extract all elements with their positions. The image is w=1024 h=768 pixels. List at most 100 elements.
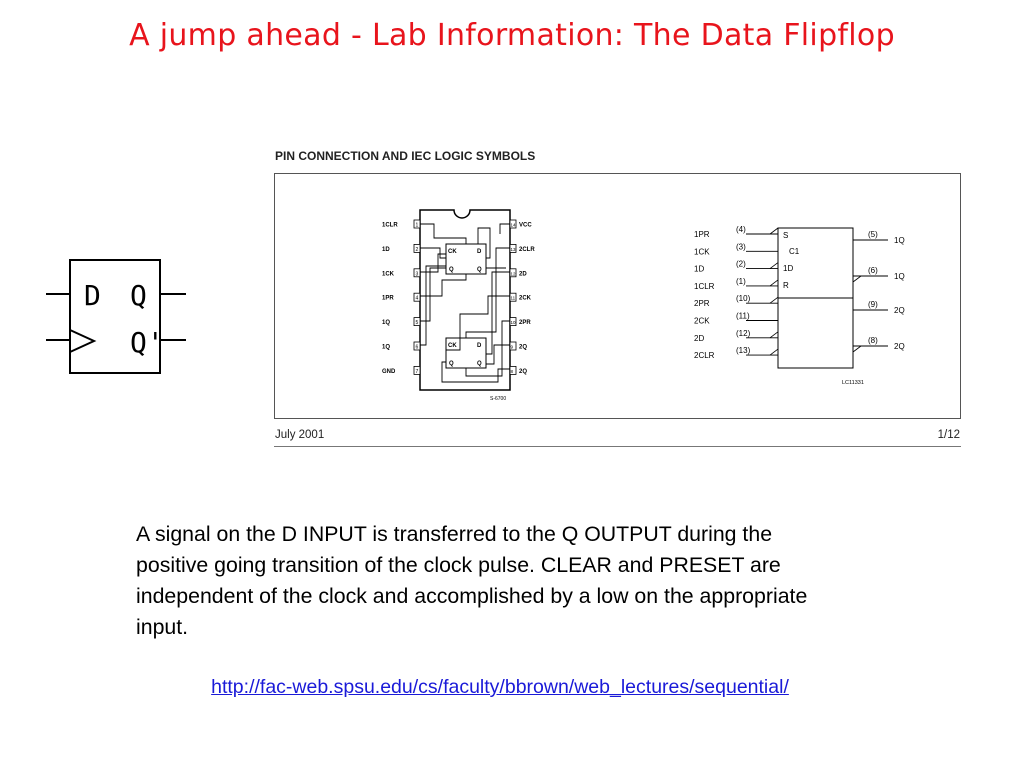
- iec-input-label: 2CLR: [694, 351, 715, 360]
- pinout-part-code: S-6700: [490, 396, 506, 402]
- iec-inverter-icon: [769, 331, 779, 339]
- left-pin-box: [413, 341, 421, 351]
- inner-upper-q: Q: [477, 267, 482, 273]
- iec-layer: 1PR(4)1CK(3)1D(2)1CLR(1)2PR(10)2CK(11)2D…: [694, 225, 905, 360]
- iec-logic-symbol: 1PR(4)1CK(3)1D(2)1CLR(1)2PR(10)2CK(11)2D…: [694, 225, 905, 386]
- left-pin-number: 1: [416, 223, 419, 229]
- iec-input-pin: (1): [736, 277, 746, 286]
- right-pin-label: 2CK: [519, 296, 532, 302]
- ic-body: [419, 209, 511, 391]
- right-pin-label: VCC: [519, 223, 532, 229]
- flipflop-box: [69, 259, 161, 374]
- iec-output-label: 1Q: [894, 272, 905, 281]
- right-pin-number: 13: [511, 247, 517, 252]
- right-pin-box: [509, 268, 517, 278]
- iec-output-pin: (5): [868, 230, 878, 239]
- q-label: Q: [130, 279, 147, 312]
- left-pin-number: 5: [416, 320, 419, 326]
- right-pin-box: [509, 341, 517, 351]
- left-pin-number: 3: [416, 271, 419, 277]
- iec-inverter-icon: [769, 279, 779, 287]
- iec-input-pin: (11): [736, 312, 750, 321]
- slide-title: A jump ahead - Lab Information: The Data…: [129, 18, 895, 53]
- left-pin-box: [413, 268, 421, 278]
- iec-box-label-s: S: [783, 231, 788, 240]
- right-pin-box: [509, 292, 517, 302]
- left-pin-label: 1PR: [382, 296, 394, 302]
- d-label: D: [84, 279, 101, 312]
- iec-input-pin: (10): [736, 294, 751, 303]
- iec-output-label: 2Q: [894, 342, 905, 351]
- datasheet-footer-rule: [274, 446, 961, 447]
- datasheet-page-number: 1/12: [937, 429, 960, 441]
- right-pin-number: 11: [511, 296, 516, 301]
- clock-triangle-icon: [69, 329, 97, 353]
- iec-output-label: 2Q: [894, 306, 905, 315]
- datasheet-frame: [274, 173, 961, 419]
- iec-inverter-icon: [852, 345, 862, 353]
- iec-input-label: 1CLR: [694, 282, 715, 291]
- left-pin-label: 1Q: [382, 320, 390, 326]
- right-pin-label: 2PR: [519, 320, 531, 326]
- right-pin-box: [509, 317, 517, 326]
- iec-input-label: 1CK: [694, 247, 710, 256]
- iec-box-label-r: R: [783, 281, 789, 290]
- inner-lower-q: Q: [477, 361, 482, 367]
- iec-output-pin: (9): [868, 300, 878, 309]
- inner-flipflop-upper: CK D Q Q: [445, 243, 487, 275]
- iec-input-label: 2PR: [694, 299, 710, 308]
- left-pin-number: 6: [416, 345, 419, 351]
- inner-upper-qbar: Q: [449, 267, 454, 273]
- iec-output-label: 1Q: [894, 236, 905, 245]
- left-pin-label: 1D: [382, 247, 390, 253]
- iec-inverter-icon: [769, 348, 779, 356]
- datasheet-header: PIN CONNECTION AND IEC LOGIC SYMBOLS: [275, 149, 536, 163]
- d-flipflop-symbol: D Q Q': [46, 259, 186, 374]
- right-pin-number: 9: [511, 345, 514, 350]
- iec-input-label: 2CK: [694, 317, 710, 326]
- iec-input-label: 1PR: [694, 230, 710, 239]
- inner-lower-qbar: Q: [449, 361, 454, 367]
- iec-input-label: 1D: [694, 265, 704, 274]
- iec-box-label-c1: C1: [789, 247, 800, 256]
- left-pin-label: 1CLR: [382, 223, 398, 229]
- iec-output-pin: (8): [868, 336, 878, 345]
- iec-input-pin: (12): [736, 329, 751, 338]
- right-pin-number: 14: [511, 223, 517, 228]
- iec-input-pin: (2): [736, 260, 746, 269]
- iec-box-label-1d: 1D: [783, 264, 793, 273]
- internal-wiring: [420, 223, 510, 383]
- iec-input-pin: (13): [736, 346, 751, 355]
- inner-lower-d: D: [477, 343, 482, 349]
- right-pin-number: 10: [511, 320, 517, 325]
- reference-link[interactable]: http://fac-web.spsu.edu/cs/faculty/bbrow…: [211, 676, 789, 698]
- iec-inverter-icon: [769, 227, 779, 235]
- right-pin-label: 2D: [519, 271, 527, 277]
- iec-inverter-icon: [852, 275, 862, 283]
- left-pin-label: 1Q: [382, 345, 390, 351]
- right-pin-label: 2Q: [519, 369, 527, 375]
- iec-inverter-icon: [769, 262, 779, 269]
- right-pin-number: 8: [511, 369, 514, 374]
- inner-lower-ck: CK: [448, 343, 457, 349]
- right-pin-number: 12: [511, 271, 517, 276]
- inner-flipflop-lower: CK D Q Q: [445, 337, 487, 369]
- left-pin-box: [413, 317, 421, 326]
- iec-inverter-icon: [769, 296, 779, 304]
- iec-code: LC11331: [842, 380, 864, 386]
- description-text: A signal on the D INPUT is transferred t…: [136, 522, 808, 639]
- left-pin-number: 7: [416, 369, 419, 375]
- left-pin-number: 2: [416, 247, 419, 253]
- inner-upper-ck: CK: [448, 249, 457, 255]
- left-pin-box: [413, 292, 421, 302]
- right-pin-box: [509, 365, 517, 375]
- iec-input-label: 2D: [694, 334, 704, 343]
- qbar-label: Q': [130, 326, 164, 359]
- iec-lower-box: [777, 297, 854, 369]
- iec-input-pin: (4): [736, 225, 746, 234]
- right-pin-label: 2CLR: [519, 247, 535, 253]
- left-pin-number: 4: [416, 296, 419, 302]
